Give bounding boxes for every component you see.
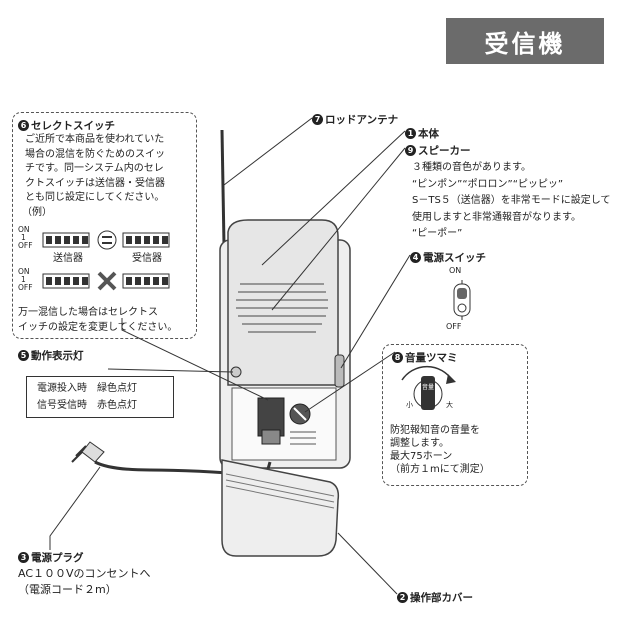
page-title: 受信機 xyxy=(446,18,604,64)
power-plug-drawing xyxy=(71,441,105,463)
sender-label: 送信器 xyxy=(53,253,83,264)
select-switch-callout xyxy=(12,112,197,339)
body-front xyxy=(227,219,339,386)
dip-switch-levers xyxy=(46,236,168,285)
speaker-grille xyxy=(236,283,328,333)
select-switch-note: 万一混信した場合はセレクトス イッチの設定を変更してください。 xyxy=(18,307,178,333)
volume-large-label: 大 xyxy=(446,401,453,409)
side-power-switch xyxy=(334,354,345,388)
plug-desc: AC１００Vのコンセントへ （電源コード２m） xyxy=(18,567,151,596)
receiver-label: 受信器 xyxy=(132,253,162,264)
operation-cover xyxy=(221,459,340,557)
volume-desc: 防犯報知音の音量を 調整します。 最大75ホーン （前方１mにて測定） xyxy=(390,425,490,475)
speaker-desc: ３種類の音色があります。 “ピンポン”“ポロロン”“ピッピッ” S－TS５（送信… xyxy=(412,162,611,239)
power-switch-detail xyxy=(453,280,471,320)
power-off-label: OFF xyxy=(446,322,462,331)
leader-lines xyxy=(49,117,411,595)
example-label: （例） xyxy=(22,207,52,218)
volume-callout xyxy=(382,344,528,486)
select-switch-desc: ご近所で本商品を使われていた 場合の混信を防ぐためのスイッ チです。同一システム… xyxy=(25,134,165,203)
cross-symbol xyxy=(97,271,117,291)
volume-knob-text: 音量 xyxy=(422,384,435,391)
volume-knob-detail xyxy=(401,365,456,410)
volume-small-label: 小 xyxy=(406,401,413,409)
indicator-status-box: 電源投入時 緑色点灯 信号受信時 赤色点灯 xyxy=(26,376,174,418)
power-on-label: ON xyxy=(449,266,462,275)
rod-antenna xyxy=(220,129,226,246)
equal-symbol xyxy=(97,230,117,250)
